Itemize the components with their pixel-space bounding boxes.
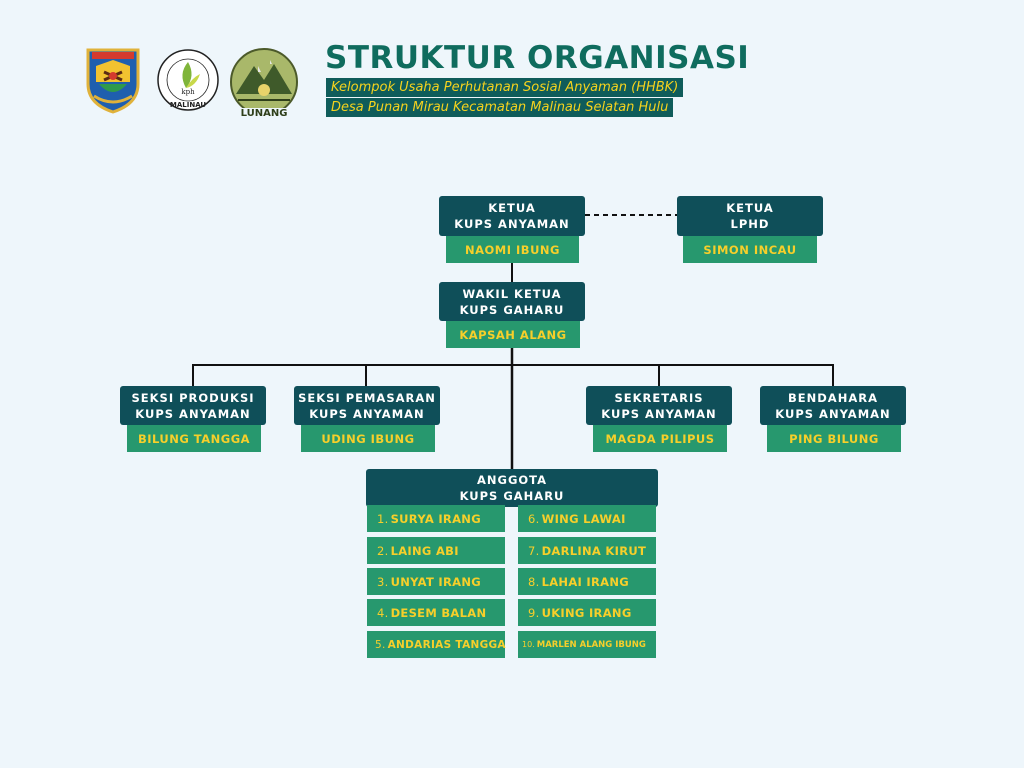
wakil-ketua-title-box: WAKIL KETUA KUPS GAHARU xyxy=(439,282,585,321)
ketua-lphd-title-2: LPHD xyxy=(730,217,770,231)
member-name: SURYA IRANG xyxy=(390,511,481,526)
anggota-member-item: 5. ANDARIAS TANGGA xyxy=(367,631,506,658)
anggota-member-item: 2. LAING ABI xyxy=(367,537,505,564)
member-name: DESEM BALAN xyxy=(390,605,487,620)
ketua-lphd-title-1: KETUA xyxy=(726,201,774,215)
lunang-logo: LUNANG xyxy=(230,48,298,116)
member-number: 4. xyxy=(377,605,389,620)
kph-center-text: kph xyxy=(181,88,195,96)
ketua-kups-title-1: KETUA xyxy=(488,201,536,215)
ketua-kups-name: NAOMI IBUNG xyxy=(446,236,579,263)
member-name: WING LAWAI xyxy=(541,511,626,526)
seksi-produksi-name: BILUNG TANGGA xyxy=(127,425,261,452)
seksi-produksi-title-box: SEKSI PRODUKSI KUPS ANYAMAN xyxy=(120,386,266,425)
anggota-title-box: ANGGOTA KUPS GAHARU xyxy=(366,469,658,507)
member-name: LAING ABI xyxy=(390,543,459,558)
subtitle-line-1: Kelompok Usaha Perhutanan Sosial Anyaman… xyxy=(326,78,684,97)
anggota-member-item: 7. DARLINA KIRUT xyxy=(518,537,656,564)
member-number: 1. xyxy=(377,511,389,526)
member-number: 5. xyxy=(375,638,386,651)
malinau-regency-crest-logo xyxy=(86,48,140,114)
member-number: 2. xyxy=(377,543,389,558)
member-number: 3. xyxy=(377,574,389,589)
kph-bottom-text: MALINAU xyxy=(170,101,207,109)
member-number: 7. xyxy=(528,543,540,558)
bendahara-title-2: KUPS ANYAMAN xyxy=(775,406,891,421)
anggota-member-item: 4. DESEM BALAN xyxy=(367,599,505,626)
bendahara-title-box: BENDAHARA KUPS ANYAMAN xyxy=(760,386,906,425)
wakil-ketua-name: KAPSAH ALANG xyxy=(446,321,580,348)
bendahara-title-1: BENDAHARA xyxy=(788,390,878,405)
seksi-pemasaran-title-2: KUPS ANYAMAN xyxy=(309,406,425,421)
ketua-lphd-title-box: KETUA LPHD xyxy=(677,196,823,236)
lunang-logo-text: LUNANG xyxy=(241,108,288,116)
member-name: UNYAT IRANG xyxy=(390,574,482,589)
bendahara-name: PING BILUNG xyxy=(767,425,901,452)
seksi-produksi-title-1: SEKSI PRODUKSI xyxy=(131,390,255,405)
anggota-member-item: 9. UKING IRANG xyxy=(518,599,656,626)
seksi-pemasaran-title-1: SEKSI PEMASARAN xyxy=(298,390,436,405)
anggota-member-item: 6. WING LAWAI xyxy=(518,505,656,532)
member-name: UKING IRANG xyxy=(541,605,632,620)
ketua-lphd-name: SIMON INCAU xyxy=(683,236,817,263)
sekretaris-title-2: KUPS ANYAMAN xyxy=(601,406,717,421)
sekretaris-title-box: SEKRETARIS KUPS ANYAMAN xyxy=(586,386,732,425)
subtitle-line-2: Desa Punan Mirau Kecamatan Malinau Selat… xyxy=(326,98,674,117)
wakil-ketua-title-2: KUPS GAHARU xyxy=(459,302,565,317)
member-name: LAHAI IRANG xyxy=(541,574,630,589)
anggota-member-item: 10. MARLEN ALANG IBUNG xyxy=(518,631,656,658)
kph-malinau-logo: kph MALINAU xyxy=(157,49,219,111)
seksi-produksi-title-2: KUPS ANYAMAN xyxy=(135,406,251,421)
member-name: ANDARIAS TANGGA xyxy=(387,638,506,651)
seksi-pemasaran-title-box: SEKSI PEMASARAN KUPS ANYAMAN xyxy=(294,386,440,425)
anggota-member-item: 8. LAHAI IRANG xyxy=(518,568,656,595)
member-number: 6. xyxy=(528,511,540,526)
member-number: 10. xyxy=(522,640,535,649)
anggota-member-item: 1. SURYA IRANG xyxy=(367,505,505,532)
sekretaris-name: MAGDA PILIPUS xyxy=(593,425,727,452)
wakil-ketua-title-1: WAKIL KETUA xyxy=(462,286,562,301)
anggota-title-2: KUPS GAHARU xyxy=(459,489,565,503)
anggota-member-item: 3. UNYAT IRANG xyxy=(367,568,505,595)
member-name: DARLINA KIRUT xyxy=(541,543,647,558)
member-number: 8. xyxy=(528,574,540,589)
ketua-kups-title-2: KUPS ANYAMAN xyxy=(454,217,570,231)
ketua-kups-title-box: KETUA KUPS ANYAMAN xyxy=(439,196,585,236)
sekretaris-title-1: SEKRETARIS xyxy=(614,390,704,405)
member-number: 9. xyxy=(528,605,540,620)
seksi-pemasaran-name: UDING IBUNG xyxy=(301,425,435,452)
page-title: STRUKTUR ORGANISASI xyxy=(325,40,750,76)
member-name: MARLEN ALANG IBUNG xyxy=(536,639,646,650)
anggota-title-1: ANGGOTA xyxy=(476,473,548,487)
